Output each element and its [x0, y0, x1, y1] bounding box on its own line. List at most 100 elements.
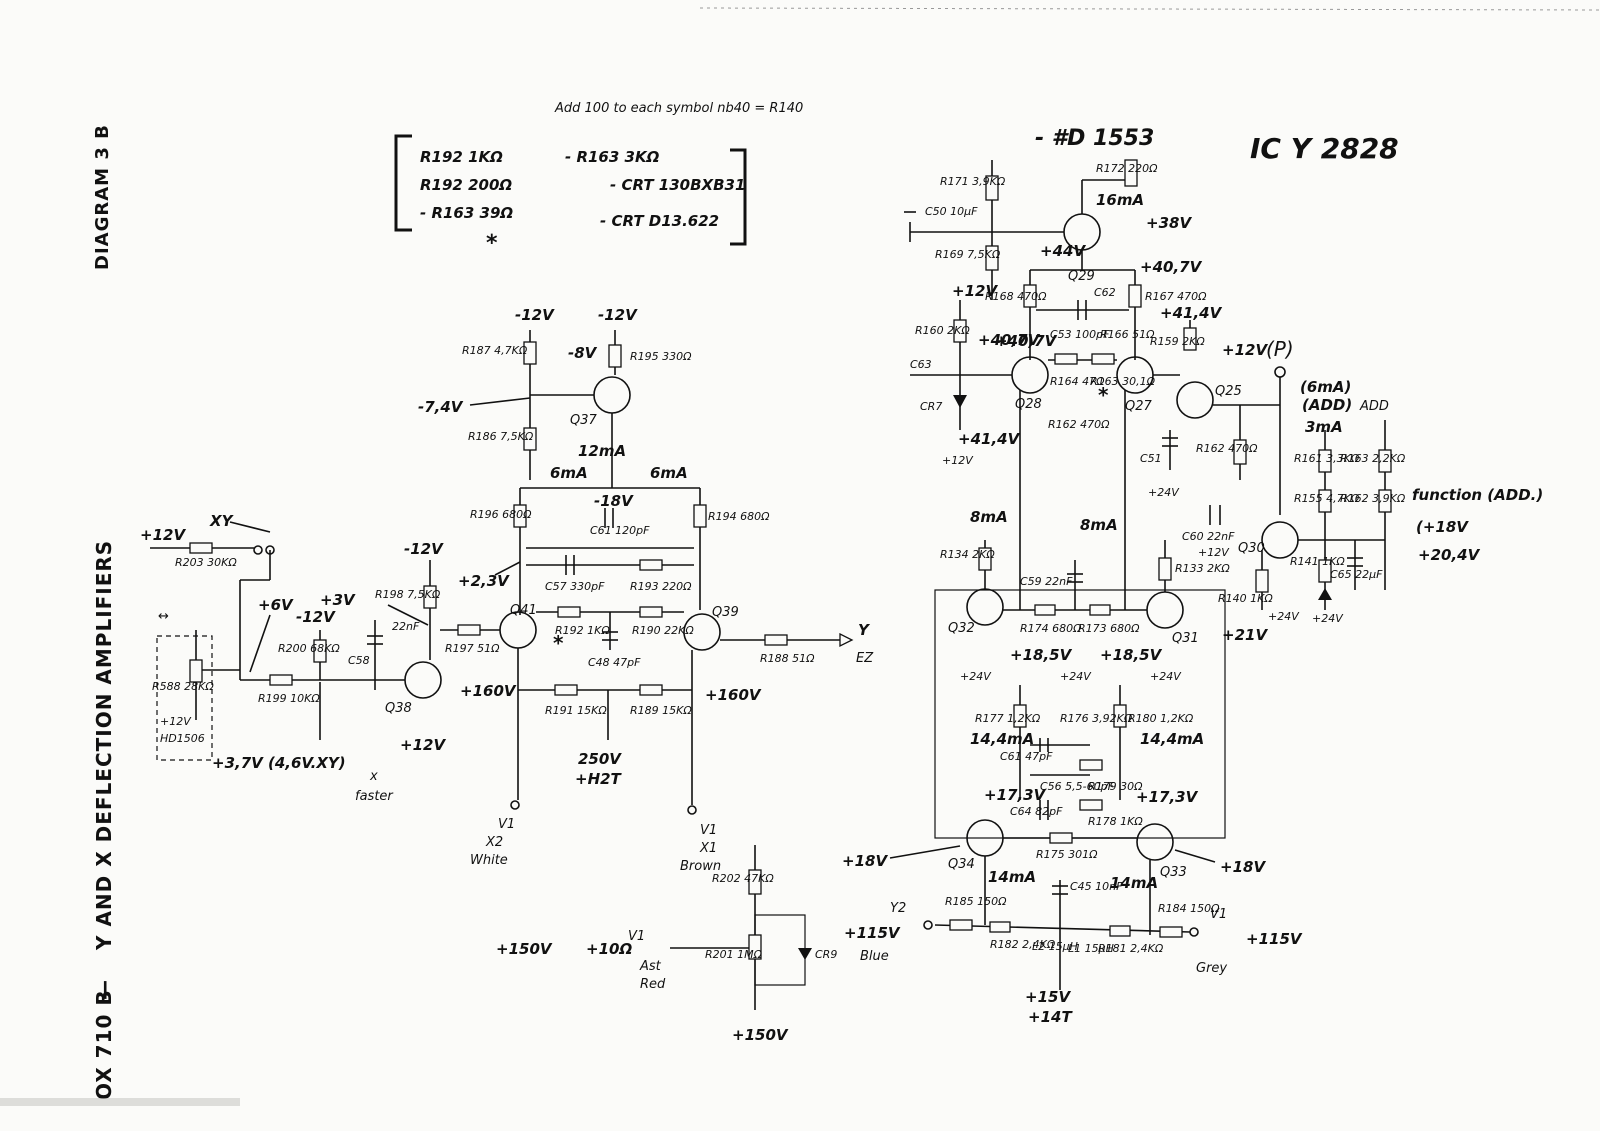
label-q38: Q38 [385, 701, 412, 716]
crt-row-1-crt: - CRT 130BXB31 [610, 176, 745, 194]
scan-edge [699, 7, 1600, 11]
transistor-q32 [966, 588, 1004, 626]
label-r179: R179 30Ω [1088, 780, 1143, 793]
label-c63: C63 [910, 358, 932, 371]
note-bracket-right [730, 148, 747, 246]
label-v-p41-4: +41,4V [1160, 304, 1223, 322]
tube-label: - #D 1553 [1035, 126, 1154, 151]
test-point-p [1274, 366, 1286, 378]
label-v-p17-3b: +17,3V [1136, 788, 1199, 806]
transistor-q37 [593, 376, 631, 414]
label-r141: R141 1KΩ [1290, 555, 1345, 568]
label-l2: L2 15μH [1032, 940, 1078, 953]
label-i-12ma: 12mA [578, 442, 626, 460]
label-r588: R588 28KΩ [152, 680, 214, 693]
label-r178: R178 1KΩ [1088, 815, 1143, 828]
terminal-y1 [1189, 927, 1199, 937]
label-red: Red [640, 977, 666, 992]
label-v-p14t: +14T [1028, 1008, 1073, 1026]
resistor-r199 [269, 674, 293, 686]
label-v-p18b: +18V [1220, 858, 1266, 876]
resistor-r187 [523, 341, 537, 365]
resistor-r160 [953, 319, 967, 343]
label-c62: C62 [1094, 286, 1116, 299]
transistor-q38 [404, 661, 442, 699]
label-r162-mid: R162 470Ω [1048, 418, 1110, 431]
label-v-p38: +38V [1146, 214, 1192, 232]
crt-row-1-r1: - R163 3KΩ [565, 148, 660, 166]
resistor-r168 [1023, 284, 1037, 308]
label-r175: R175 301Ω [1036, 848, 1098, 861]
label-c56: C56 5,5-60pF [1040, 780, 1115, 793]
label-r201: R201 1MΩ [705, 948, 763, 961]
label-ast: Ast [639, 959, 662, 974]
label-v-p150a: +150V [496, 940, 553, 958]
crt-row-0-r1: - R163 39Ω [420, 204, 513, 222]
resistor-r186 [523, 427, 537, 451]
label-i-14-4b: 14,4mA [1140, 730, 1204, 748]
label-i-14-4a: 14,4mA [970, 730, 1034, 748]
label-v1-white: V1 [498, 817, 515, 832]
label-v-p12-top: +12V [952, 282, 998, 300]
label-v-p115b: +115V [1246, 930, 1303, 948]
label-r181: R181 2,4KΩ [1098, 942, 1164, 955]
label-r188: R188 51Ω [760, 652, 815, 665]
label-r186: R186 7,5KΩ [468, 430, 534, 443]
label-i-16ma: 16mA [1096, 191, 1144, 209]
label-q28: Q28 [1015, 397, 1042, 412]
label-r174: R174 680Ω [1020, 622, 1082, 635]
label-r155: R155 4,7KΩ [1294, 492, 1360, 505]
label-v-p12c: +12V [400, 736, 446, 754]
label-r189: R189 15KΩ [630, 704, 692, 717]
label-v-m12c: -12V [404, 540, 444, 558]
resistor-r185 [949, 919, 973, 931]
resistor-r159 [1183, 327, 1197, 351]
label-i-3ma: 3mA [1305, 418, 1343, 436]
label-q34: Q34 [948, 857, 975, 872]
label-v-p10: +10Ω [586, 940, 632, 958]
label-r168: R168 470Ω [985, 290, 1047, 303]
label-x: x [369, 769, 378, 784]
label-r200: R200 68KΩ [278, 642, 340, 655]
label-blue: Blue [860, 949, 889, 964]
label-hd-v: +12V [160, 715, 192, 728]
label-cr9: CR9 [815, 948, 837, 961]
label-r172: R172 220Ω [1096, 162, 1158, 175]
crt-row-0-crt: - CRT D13.622 [600, 212, 719, 230]
label-r202: R202 47KΩ [712, 872, 774, 885]
label-v-p150b: +150V [732, 1026, 789, 1044]
label-r167: R167 470Ω [1145, 290, 1207, 303]
switch-contact-b [265, 545, 275, 555]
resistor-r197 [457, 624, 481, 636]
label-r203: R203 30KΩ [175, 556, 237, 569]
label-v-p12t: +H2T [575, 770, 623, 788]
label-r162: R162 470Ω [1196, 442, 1258, 455]
label-i-8ma-r: 8mA [1080, 516, 1118, 534]
label-r199: R199 10KΩ [258, 692, 320, 705]
label-v-m12a: -12V [515, 306, 555, 324]
label-q27: Q27 [1125, 399, 1153, 414]
label-r173: R173 680Ω [1078, 622, 1140, 635]
label-c58: C58 [348, 654, 370, 667]
label-v-p24d: +24V [1150, 670, 1182, 683]
resistor-r171 [985, 175, 999, 201]
label-c51: C51 [1140, 452, 1162, 465]
add-note: Add 100 to each symbol nb40 = R140 [554, 101, 803, 116]
label-r177: R177 1,2KΩ [975, 712, 1041, 725]
label-i-6ma-b: 6mA [650, 464, 688, 482]
resistor-r162 [1233, 439, 1247, 465]
zener-diode [1318, 588, 1332, 600]
label-r197: R197 51Ω [445, 642, 500, 655]
resistor-r192 [557, 606, 581, 618]
label-faster: faster [355, 789, 394, 804]
label-q41: Q41 [510, 603, 537, 618]
resistor-r203 [189, 542, 213, 554]
resistor-r172 [1124, 159, 1138, 187]
label-c45: C45 10nF [1070, 880, 1123, 893]
label-i-14ma-b: 14mA [1110, 874, 1158, 892]
terminal-x2 [510, 800, 520, 810]
label-v-p24-small: +24V [1148, 486, 1180, 499]
resistor-r162-trim [1378, 489, 1392, 513]
label-v-p24b: +24V [1312, 612, 1344, 625]
label-v-p6: +6V [258, 596, 294, 614]
